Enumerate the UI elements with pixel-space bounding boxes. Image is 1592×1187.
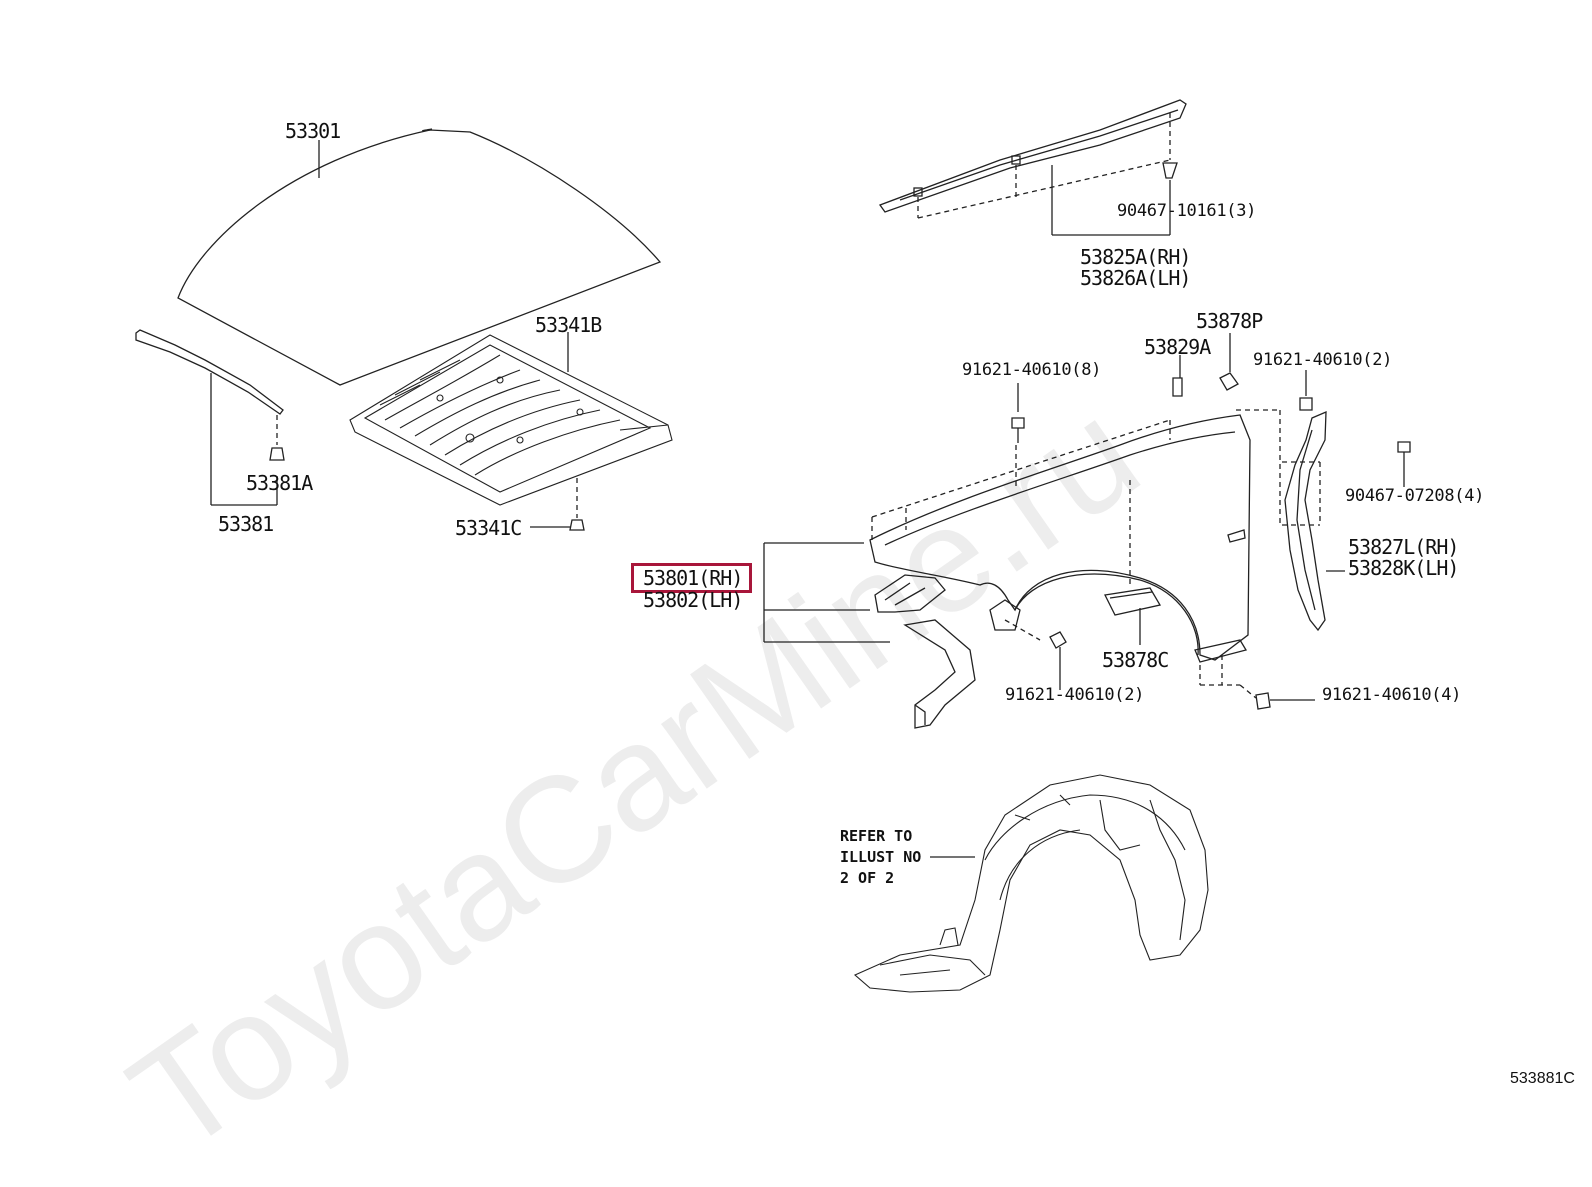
hood-insulator-clip-label: 53341C bbox=[455, 516, 522, 540]
seal-lh-label: 53828K(LH) bbox=[1348, 556, 1459, 580]
fender-dash-lines bbox=[871, 409, 1321, 686]
fender-rh-label[interactable]: 53801(RH) bbox=[643, 566, 743, 590]
bolt-bottom-label: 91621-40610(4) bbox=[1322, 685, 1462, 705]
fender-drawing bbox=[869, 414, 1251, 661]
cowl-seal-rh-label: 53825A(RH) bbox=[1080, 245, 1191, 269]
fender-lh-label: 53802(LH) bbox=[643, 588, 743, 612]
bracket-a-label: 53829A bbox=[1144, 335, 1211, 359]
bolt-right-label: 91621-40610(2) bbox=[1253, 350, 1393, 370]
parts-diagram bbox=[135, 99, 1411, 993]
cushion-c-label: 53878C bbox=[1102, 648, 1169, 672]
clip-right-label: 90467-07208(4) bbox=[1345, 486, 1485, 506]
bolt-lower-label: 91621-40610(2) bbox=[1005, 685, 1145, 705]
seal-rh-label: 53827L(RH) bbox=[1348, 535, 1459, 559]
side-seal-drawing bbox=[1284, 410, 1327, 632]
hood-label: 53301 bbox=[285, 119, 341, 143]
refer-illustration-note: REFER TO ILLUST NO 2 OF 2 bbox=[840, 827, 922, 887]
hood-drawing bbox=[177, 128, 662, 386]
hood-seal-clip-label: 53381A bbox=[246, 471, 313, 495]
hood-insulator-label: 53341B bbox=[535, 313, 602, 337]
cowl-seal-lh-label: 53826A(LH) bbox=[1080, 266, 1191, 290]
protector-p-label: 53878P bbox=[1196, 309, 1263, 333]
fender-bracket-drawing bbox=[874, 574, 1248, 729]
fender-liner-drawing bbox=[853, 774, 1209, 993]
hood-seal-label: 53381 bbox=[218, 512, 274, 536]
hood-insulator-drawing bbox=[349, 334, 673, 506]
hood-seal-drawing bbox=[135, 329, 284, 415]
illustration-code: 533881C bbox=[1510, 1070, 1575, 1087]
cowl-seal-drawing bbox=[878, 99, 1187, 213]
highlighted-part-box bbox=[631, 563, 752, 593]
bolt-top-label: 91621-40610(8) bbox=[962, 360, 1102, 380]
cowl-screw-label: 90467-10161(3) bbox=[1117, 201, 1257, 221]
